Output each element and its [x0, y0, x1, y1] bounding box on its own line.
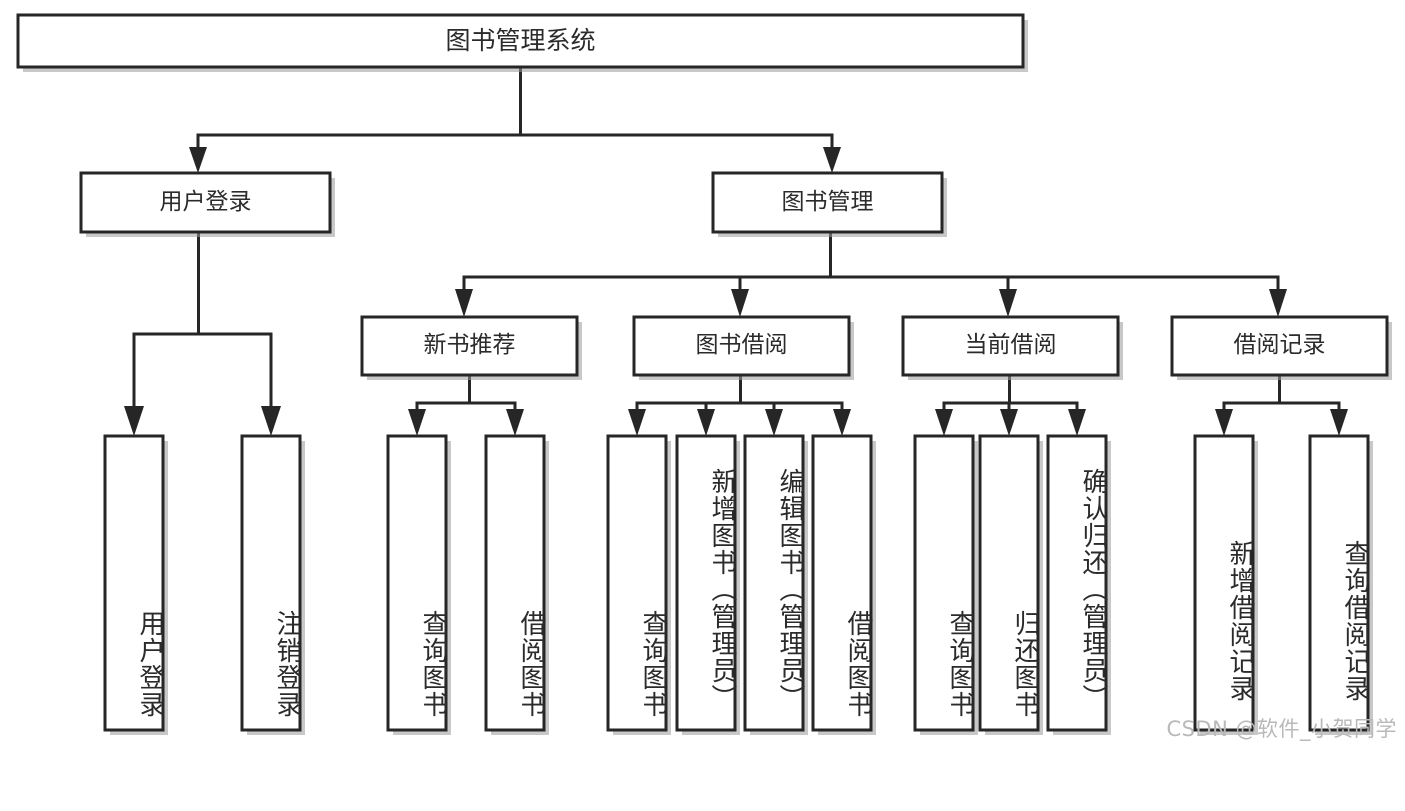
- node-box-book-borrow[interactable]: [632, 315, 854, 380]
- connector-new-book-rec-to-leaves: [408, 373, 524, 436]
- node-box-user-login[interactable]: [79, 171, 335, 237]
- node-box-root[interactable]: [16, 13, 1028, 72]
- node-box-leaf-query-book-2[interactable]: [606, 434, 671, 735]
- node-box-leaf-add-book[interactable]: [675, 434, 740, 735]
- node-box-leaf-logout-login[interactable]: [240, 434, 305, 735]
- connector-current-borrow-to-leaves: [935, 373, 1086, 436]
- node-box-leaf-query-book-1[interactable]: [386, 434, 451, 735]
- node-box-leaf-return-book[interactable]: [978, 434, 1043, 735]
- node-box-leaf-user-login[interactable]: [103, 434, 168, 735]
- connector-book-manage-to-level3: [455, 230, 1287, 317]
- connector-book-borrow-to-leaves: [628, 373, 851, 436]
- watermark-text: CSDN @软件_小贺同学: [1166, 717, 1397, 741]
- connector-user-login-to-leaves: [124, 230, 281, 436]
- node-box-leaf-query-book-3[interactable]: [913, 434, 978, 735]
- node-box-new-book-rec[interactable]: [360, 315, 582, 380]
- node-box-current-borrow[interactable]: [901, 315, 1123, 380]
- node-box-borrow-record[interactable]: [1170, 315, 1392, 380]
- diagram-canvas: [16, 13, 1392, 735]
- connector-root-to-level2: [189, 65, 841, 173]
- node-box-leaf-query-record[interactable]: [1308, 434, 1373, 735]
- node-box-leaf-confirm-return[interactable]: [1046, 434, 1111, 735]
- connector-borrow-record-to-leaves: [1215, 373, 1348, 436]
- node-box-leaf-borrow-book-1[interactable]: [484, 434, 549, 735]
- hierarchy-diagram: 图书管理系统 用户登录 图书管理 新书推荐 图书借阅 当前借阅 借阅记录 用户登…: [16, 13, 1397, 741]
- node-box-leaf-add-record[interactable]: [1193, 434, 1258, 735]
- node-box-leaf-borrow-book-2[interactable]: [811, 434, 876, 735]
- node-box-book-manage[interactable]: [711, 171, 947, 237]
- node-box-leaf-edit-book[interactable]: [743, 434, 808, 735]
